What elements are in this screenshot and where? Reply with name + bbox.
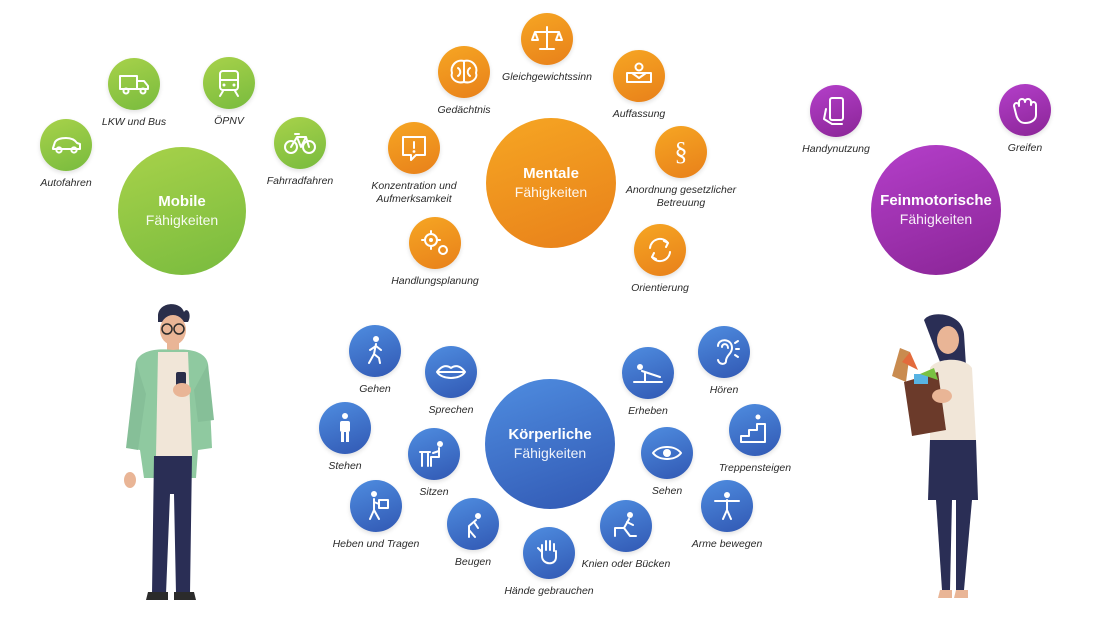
- skill-label: Erheben: [628, 405, 668, 417]
- lips-icon: [425, 346, 477, 398]
- sitting-desk-icon: [408, 428, 460, 480]
- refresh-arrows-icon: [634, 224, 686, 276]
- svg-text:§: §: [675, 137, 688, 166]
- stairs-icon: [729, 404, 781, 456]
- grabbing-hand-icon: [999, 84, 1051, 136]
- skill-label: Hände gebrauchen: [504, 585, 594, 597]
- skill-label: Sitzen: [419, 486, 449, 498]
- hub-title: Mobile: [158, 193, 206, 210]
- paragraph-icon: §: [655, 126, 707, 178]
- kneeling-person-icon: [600, 500, 652, 552]
- skill-label: Gedächtnis: [437, 104, 491, 116]
- hub-title: Körperliche: [508, 426, 592, 443]
- hub-subtitle: Fähigkeiten: [899, 211, 973, 227]
- woman-with-groceries-illustration: [892, 314, 978, 598]
- bicycle-icon: [274, 117, 326, 169]
- hub-koerperliche: Körperliche Fähigkeiten: [485, 379, 615, 509]
- skill-label: Orientierung: [631, 282, 689, 294]
- truck-icon: [108, 58, 160, 110]
- skill-label: Autofahren: [40, 177, 92, 189]
- hub-subtitle: Fähigkeiten: [145, 212, 219, 228]
- hub-subtitle: Fähigkeiten: [513, 445, 587, 461]
- hub-title: Feinmotorische: [880, 192, 992, 209]
- exclamation-bubble-icon: [388, 122, 440, 174]
- skill-label: Konzentration und Aufmerksamkeit: [371, 180, 457, 205]
- skill-label: Arme bewegen: [691, 538, 763, 550]
- hub-mobile: Mobile Fähigkeiten: [118, 147, 246, 275]
- skill-label: Heben und Tragen: [332, 538, 420, 550]
- hub-mentale: Mentale Fähigkeiten: [486, 118, 616, 248]
- skill-label: Anordnung gesetzlicher Betreuung: [625, 184, 737, 209]
- brain-icon: [438, 46, 490, 98]
- skill-label: Beugen: [454, 556, 492, 568]
- comprehension-icon: [613, 50, 665, 102]
- skill-label: Sprechen: [428, 404, 474, 416]
- skill-label: Handlungsplanung: [391, 275, 479, 287]
- skill-label: Treppensteigen: [718, 462, 792, 474]
- open-hand-icon: [523, 527, 575, 579]
- car-icon: [40, 119, 92, 171]
- smartphone-hand-icon: [810, 85, 862, 137]
- carrying-box-icon: [350, 480, 402, 532]
- man-with-phone-illustration: [124, 304, 214, 600]
- skill-label: Greifen: [1007, 142, 1043, 154]
- skill-label: ÖPNV: [214, 115, 244, 127]
- ear-icon: [698, 326, 750, 378]
- walking-person-icon: [349, 325, 401, 377]
- skill-label: Handynutzung: [802, 143, 870, 155]
- skill-label: Hören: [709, 384, 739, 396]
- skill-label: Fahrradfahren: [266, 175, 334, 187]
- skill-label: Knien oder Bücken: [581, 558, 671, 570]
- hub-feinmotorische: Feinmotorische Fähigkeiten: [871, 145, 1001, 275]
- standing-person-icon: [319, 402, 371, 454]
- push-up-icon: [622, 347, 674, 399]
- skill-label: Sehen: [651, 485, 683, 497]
- train-icon: [203, 57, 255, 109]
- skill-label: Gehen: [359, 383, 391, 395]
- eye-icon: [641, 427, 693, 479]
- balance-scale-icon: [521, 13, 573, 65]
- hub-title: Mentale: [523, 165, 579, 182]
- skill-label: Stehen: [328, 460, 362, 472]
- arms-raised-icon: [701, 480, 753, 532]
- hub-subtitle: Fähigkeiten: [514, 184, 588, 200]
- skill-label: Gleichgewichtssinn: [502, 71, 592, 83]
- bending-person-icon: [447, 498, 499, 550]
- skill-label: Auffassung: [612, 108, 666, 120]
- gears-icon: [409, 217, 461, 269]
- skill-label: LKW und Bus: [101, 116, 167, 128]
